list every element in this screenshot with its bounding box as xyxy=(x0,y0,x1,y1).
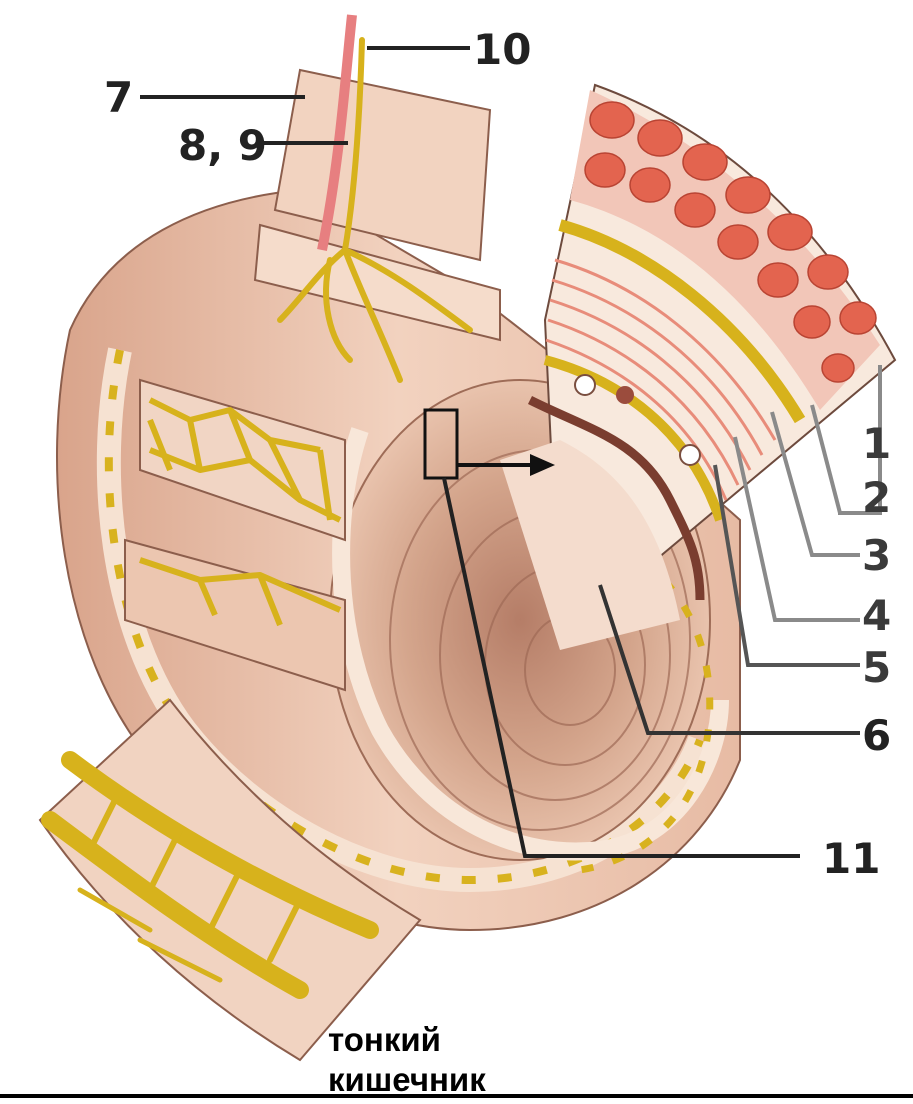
label-5: 5 xyxy=(862,643,891,692)
caption: тонкий кишечник xyxy=(328,1020,628,1100)
label-7: 7 xyxy=(104,73,133,122)
label-8-9: 8, 9 xyxy=(178,121,267,170)
label-11: 11 xyxy=(822,834,880,883)
label-10: 10 xyxy=(473,25,531,74)
label-6: 6 xyxy=(862,711,891,760)
magnified-wall-wedge xyxy=(500,85,895,650)
bottom-rule xyxy=(0,1094,913,1098)
leader-2 xyxy=(812,405,840,513)
label-1: 1 xyxy=(862,419,891,468)
label-2: 2 xyxy=(862,473,891,522)
caption-line-1: тонкий xyxy=(328,1020,628,1060)
label-3: 3 xyxy=(862,531,891,580)
label-4: 4 xyxy=(862,591,891,640)
